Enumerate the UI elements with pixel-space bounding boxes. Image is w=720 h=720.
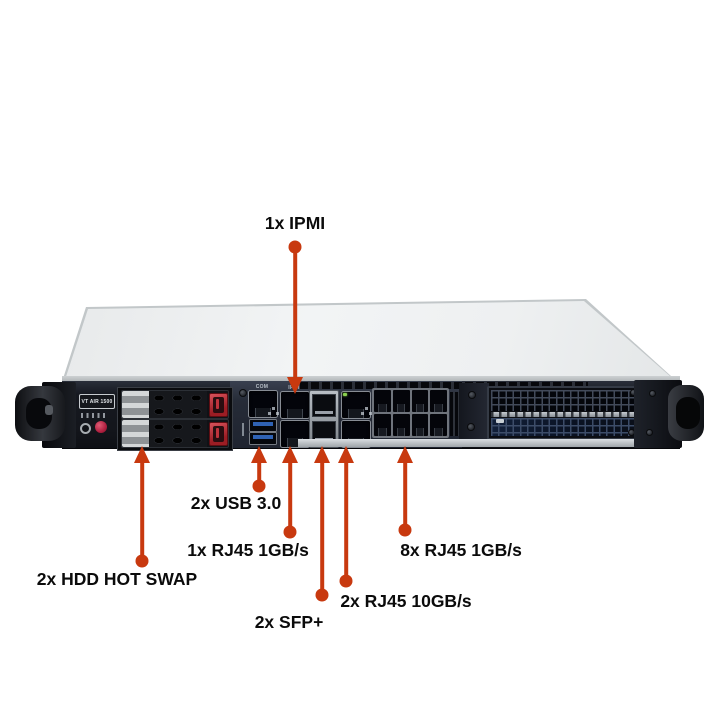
status-leds <box>81 413 107 418</box>
lan-icon <box>365 407 368 410</box>
link-led <box>343 393 347 396</box>
callout-line-sfp <box>320 460 324 596</box>
com-port-label: COM <box>255 384 269 390</box>
hdd-latch <box>209 422 228 446</box>
lan-icon <box>272 407 275 410</box>
hdd-latch <box>209 393 228 417</box>
callout-label-usb: 2x USB 3.0 <box>190 493 282 513</box>
callout-arrowhead-rj45-1g <box>282 446 298 463</box>
screw <box>467 423 475 431</box>
callout-dot-rj45-8x <box>398 523 412 537</box>
callout-label-ipmi: 1x IPMI <box>264 213 326 233</box>
hdd-tray-grip <box>122 420 149 447</box>
usb-port <box>249 419 277 432</box>
callout-line-rj45-8x <box>403 460 407 530</box>
screw <box>646 429 653 436</box>
rj45-port <box>374 390 391 412</box>
rack-handle-left-notch <box>45 405 53 415</box>
sfp-slot <box>312 394 336 417</box>
rj45-port <box>392 390 410 412</box>
rj45-port <box>374 414 391 436</box>
callout-line-ipmi <box>293 246 297 380</box>
grille-highlight <box>496 419 504 423</box>
callout-dot-rj45-1g <box>283 525 297 539</box>
ipmi-port <box>280 391 310 419</box>
expansion-grille-lower <box>491 418 635 436</box>
hdd-tray-vents <box>150 420 207 447</box>
callout-label-sfp: 2x SFP+ <box>254 612 324 632</box>
screw <box>468 391 476 399</box>
device-badge: VT AIR 1500 <box>79 394 115 409</box>
chassis-lid <box>63 301 679 386</box>
callout-label-rj45-8x: 8x RJ45 1GB/s <box>400 540 522 560</box>
callout-arrowhead-hdd <box>134 446 150 463</box>
usb-icon <box>242 423 244 436</box>
rj45-port <box>430 390 447 412</box>
rj45-grid <box>372 388 449 438</box>
hdd-tray <box>121 419 229 448</box>
callout-dot-hdd <box>135 554 149 568</box>
com-port <box>248 390 278 418</box>
screw <box>649 390 656 397</box>
power-button <box>95 421 107 433</box>
rj45-port <box>411 390 429 412</box>
callout-arrowhead-rj45-10g <box>338 446 354 463</box>
rj45-port <box>411 414 429 436</box>
id-button <box>80 423 91 434</box>
callout-arrowhead-rj45-8x <box>397 446 413 463</box>
expansion-grille-upper <box>491 390 635 411</box>
hdd-tray-vents <box>150 391 207 418</box>
callout-line-rj45-10g <box>344 460 348 581</box>
callout-line-usb <box>257 460 261 486</box>
hdd-tray-grip <box>122 391 149 418</box>
callout-dot-usb <box>252 479 266 493</box>
hdd-tray <box>121 390 229 419</box>
chassis-bottom-lip <box>298 439 658 447</box>
rack-handle-right-hole <box>676 397 700 429</box>
screw <box>239 389 247 397</box>
callout-line-rj45-1g <box>288 460 292 533</box>
rj45-port <box>392 414 410 436</box>
callout-label-rj45-1g: 1x RJ45 1GB/s <box>187 540 309 560</box>
rj45-port <box>430 414 447 436</box>
callout-line-hdd <box>140 460 144 562</box>
callout-dot-sfp <box>315 588 329 602</box>
chassis-lid-front-lip <box>62 376 680 385</box>
callout-arrowhead-usb <box>251 446 267 463</box>
usb-port <box>249 432 277 445</box>
callout-arrowhead-ipmi <box>287 377 303 394</box>
callout-label-rj45-10g: 2x RJ45 10GB/s <box>340 591 472 611</box>
callout-dot-rj45-10g <box>339 574 353 588</box>
callout-arrowhead-sfp <box>314 446 330 463</box>
top-vent-slots <box>300 382 588 389</box>
callout-label-hdd: 2x HDD HOT SWAP <box>36 569 198 589</box>
expansion-grille-strip <box>491 412 635 417</box>
